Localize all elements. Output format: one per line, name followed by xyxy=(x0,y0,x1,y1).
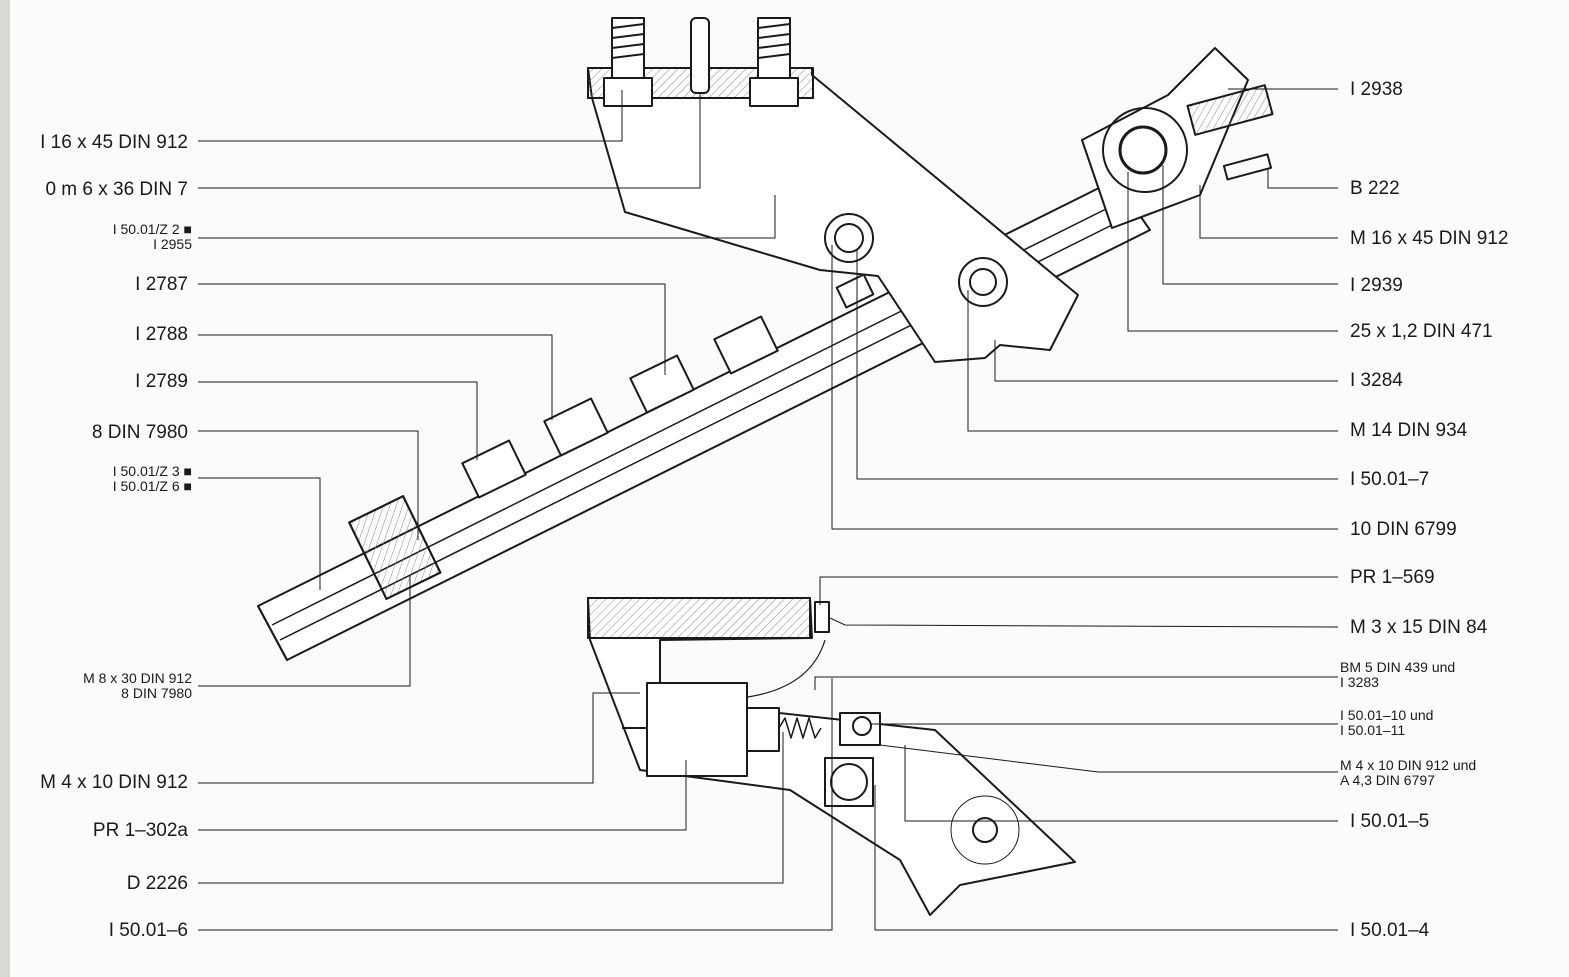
label-i5001-6: I 50.01–6 xyxy=(108,920,188,941)
top-pin xyxy=(690,17,710,94)
label-z3: I 50.01/Z 3 ■ xyxy=(112,463,192,479)
label-i5001-5: I 50.01–5 xyxy=(1350,811,1430,832)
sectioned-screw xyxy=(348,495,442,600)
label-din7980-b: 8 DIN 7980 xyxy=(121,685,192,701)
label-i2955: I 2955 xyxy=(153,236,192,252)
top-bolt-right xyxy=(749,17,799,107)
label-pr1-569: PR 1–569 xyxy=(1350,567,1435,588)
label-z2: I 50.01/Z 2 ■ xyxy=(112,221,192,237)
label-m16x45-right: M 16 x 45 DIN 912 xyxy=(1350,228,1509,249)
label-i2788: I 2788 xyxy=(135,324,188,345)
label-i2789: I 2789 xyxy=(135,371,188,392)
label-din6799: 10 DIN 6799 xyxy=(1350,519,1457,540)
clamp-block-2 xyxy=(543,397,609,457)
label-a43-din6797: A 4,3 DIN 6797 xyxy=(1340,772,1435,788)
scan-edge xyxy=(0,0,10,977)
label-i2939: I 2939 xyxy=(1350,275,1403,296)
label-pr1-302a: PR 1–302a xyxy=(92,820,188,841)
label-bm5-group: BM 5 DIN 439 und I 3283 xyxy=(1340,660,1455,690)
label-m14-din934: M 14 DIN 934 xyxy=(1350,420,1468,441)
clamp-block-5 xyxy=(835,273,875,309)
leader-lines xyxy=(198,88,1339,931)
actuator-body xyxy=(622,601,881,777)
label-b222: B 222 xyxy=(1350,178,1400,199)
label-m4x10-right: M 4 x 10 DIN 912 und xyxy=(1340,757,1477,773)
ring-clip-part xyxy=(824,213,874,263)
top-bolt-left xyxy=(603,17,653,107)
label-bm5: BM 5 DIN 439 und xyxy=(1340,659,1456,675)
label-d2226: D 2226 xyxy=(126,873,188,894)
label-din471: 25 x 1,2 DIN 471 xyxy=(1350,321,1493,342)
label-m4x10-left: M 4 x 10 DIN 912 xyxy=(40,772,188,793)
label-z3-group: I 50.01/Z 3 ■ I 50.01/Z 6 ■ xyxy=(113,464,192,494)
upper-right-clamp xyxy=(1081,47,1274,229)
label-m3x15: M 3 x 15 DIN 84 xyxy=(1350,617,1488,638)
label-m8x30: M 8 x 30 DIN 912 xyxy=(83,670,192,686)
label-i2787: I 2787 xyxy=(135,274,188,295)
clamp-block-1 xyxy=(461,439,527,499)
label-i3283: I 3283 xyxy=(1340,674,1379,690)
label-i5001-10-group: I 50.01–10 und I 50.01–11 xyxy=(1340,708,1433,738)
label-i5001-11: I 50.01–11 xyxy=(1340,722,1406,738)
label-m16x45-left: Ι 16 x 45 DIN 912 xyxy=(40,132,188,153)
label-m4x10-group: M 4 x 10 DIN 912 und A 4,3 DIN 6797 xyxy=(1340,758,1476,788)
label-m8-group: M 8 x 30 DIN 912 8 DIN 7980 xyxy=(83,671,192,701)
label-z6: I 50.01/Z 6 ■ xyxy=(112,478,192,494)
nut-part xyxy=(958,257,1008,307)
label-i5001-10: I 50.01–10 und xyxy=(1340,707,1434,723)
label-i5001-4: I 50.01–4 xyxy=(1350,920,1430,941)
label-din7980: 8 DIN 7980 xyxy=(91,422,188,443)
label-i5001-7: I 50.01–7 xyxy=(1350,469,1430,490)
clamp-block-3 xyxy=(629,354,695,414)
upper-bracket xyxy=(587,67,1079,363)
label-i2938: I 2938 xyxy=(1350,79,1403,100)
clamp-block-4 xyxy=(713,315,779,375)
label-pin-din7: 0 m 6 x 36 DIN 7 xyxy=(45,179,188,200)
label-i3284: I 3284 xyxy=(1350,370,1403,391)
label-z2-group: I 50.01/Z 2 ■ I 2955 xyxy=(113,222,192,252)
